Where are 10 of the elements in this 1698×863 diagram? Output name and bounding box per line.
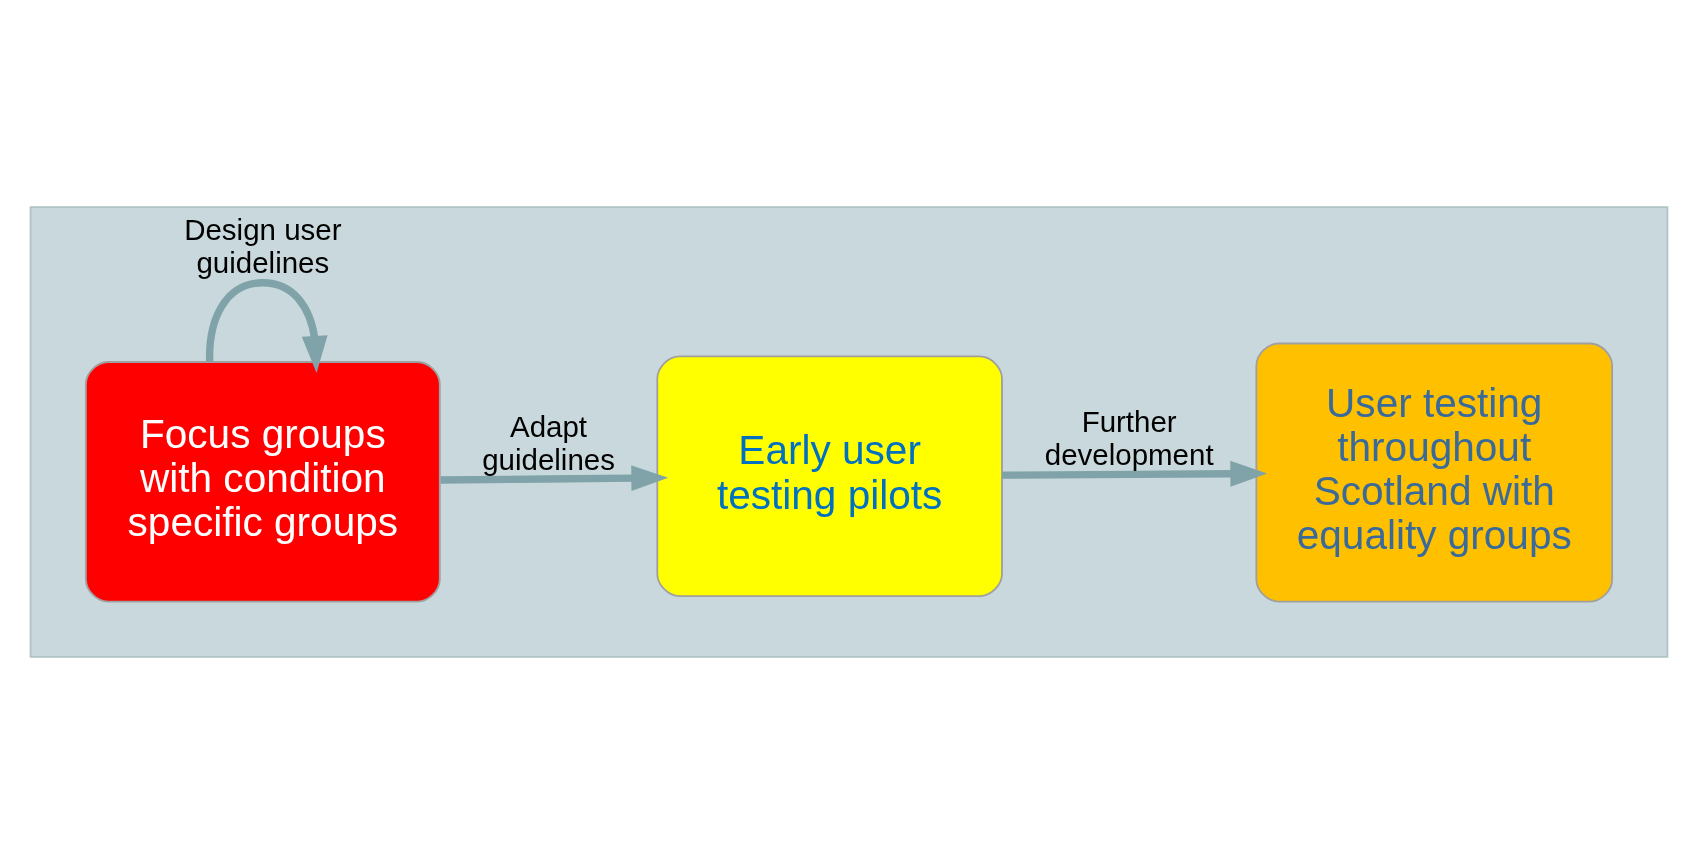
arrow	[1002, 460, 1268, 487]
cluster	[29, 205, 1669, 658]
node-box: Focus groups with condition specific groups	[84, 360, 441, 602]
edge-label: Further development	[1044, 404, 1214, 471]
node-box: Early user testing pilots	[656, 355, 1003, 597]
arrow	[440, 464, 669, 491]
node-box: User testing throughout Scotland with equality groups	[1255, 342, 1614, 602]
edge-label: Adapt guidelines	[482, 409, 615, 476]
arrow	[206, 278, 328, 373]
edge-label: Design user guidelines	[184, 212, 342, 279]
